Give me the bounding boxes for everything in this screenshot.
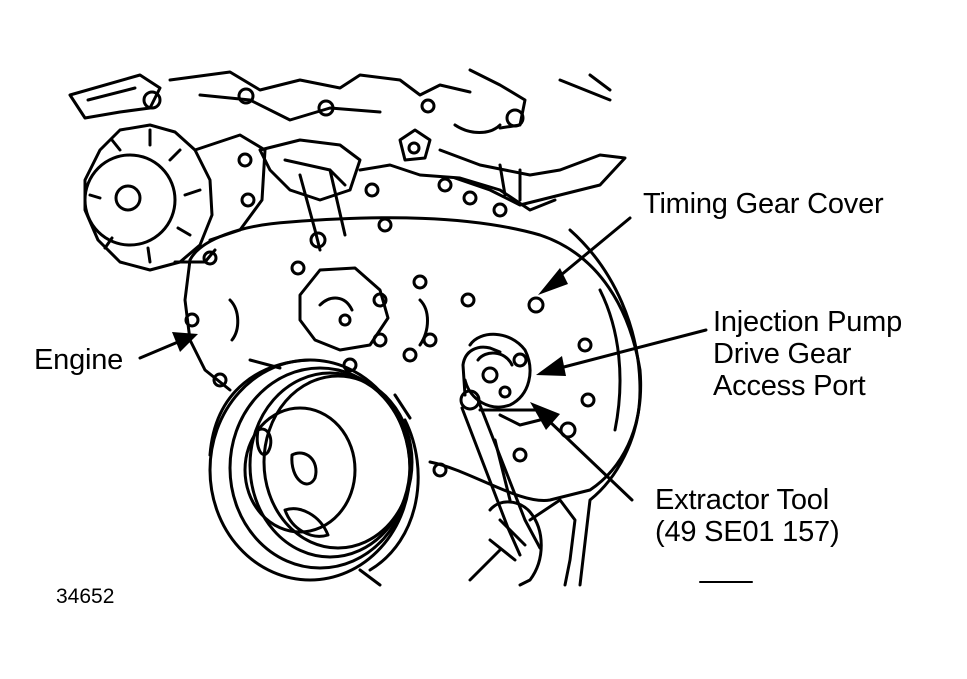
engine-text: Engine bbox=[34, 344, 124, 376]
leader-arrows bbox=[138, 216, 708, 502]
engine-label: Engine bbox=[34, 344, 123, 376]
upper-engine-parts bbox=[68, 68, 627, 252]
alternator bbox=[83, 123, 267, 272]
injection-pump-line-3: Access Port bbox=[713, 370, 866, 402]
extractor-tool-line-1: Extractor Tool bbox=[655, 484, 829, 516]
injection-pump-line-2: Drive Gear bbox=[713, 338, 852, 370]
figure-number: 34652 bbox=[56, 585, 115, 608]
extractor-tool-line-2: (49 SE01 157) bbox=[655, 516, 840, 548]
crankshaft-pulley bbox=[208, 358, 420, 587]
injection-pump-line-1: Injection Pump bbox=[713, 306, 903, 338]
timing-gear-cover-label: Timing Gear Cover bbox=[643, 188, 884, 220]
timing-gear-cover-text: Timing Gear Cover bbox=[643, 188, 884, 220]
injection-pump-label: Injection Pump Drive Gear Access Port bbox=[713, 306, 902, 402]
extractor-tool bbox=[459, 345, 577, 587]
extractor-tool-label: Extractor Tool (49 SE01 157) bbox=[655, 484, 840, 548]
